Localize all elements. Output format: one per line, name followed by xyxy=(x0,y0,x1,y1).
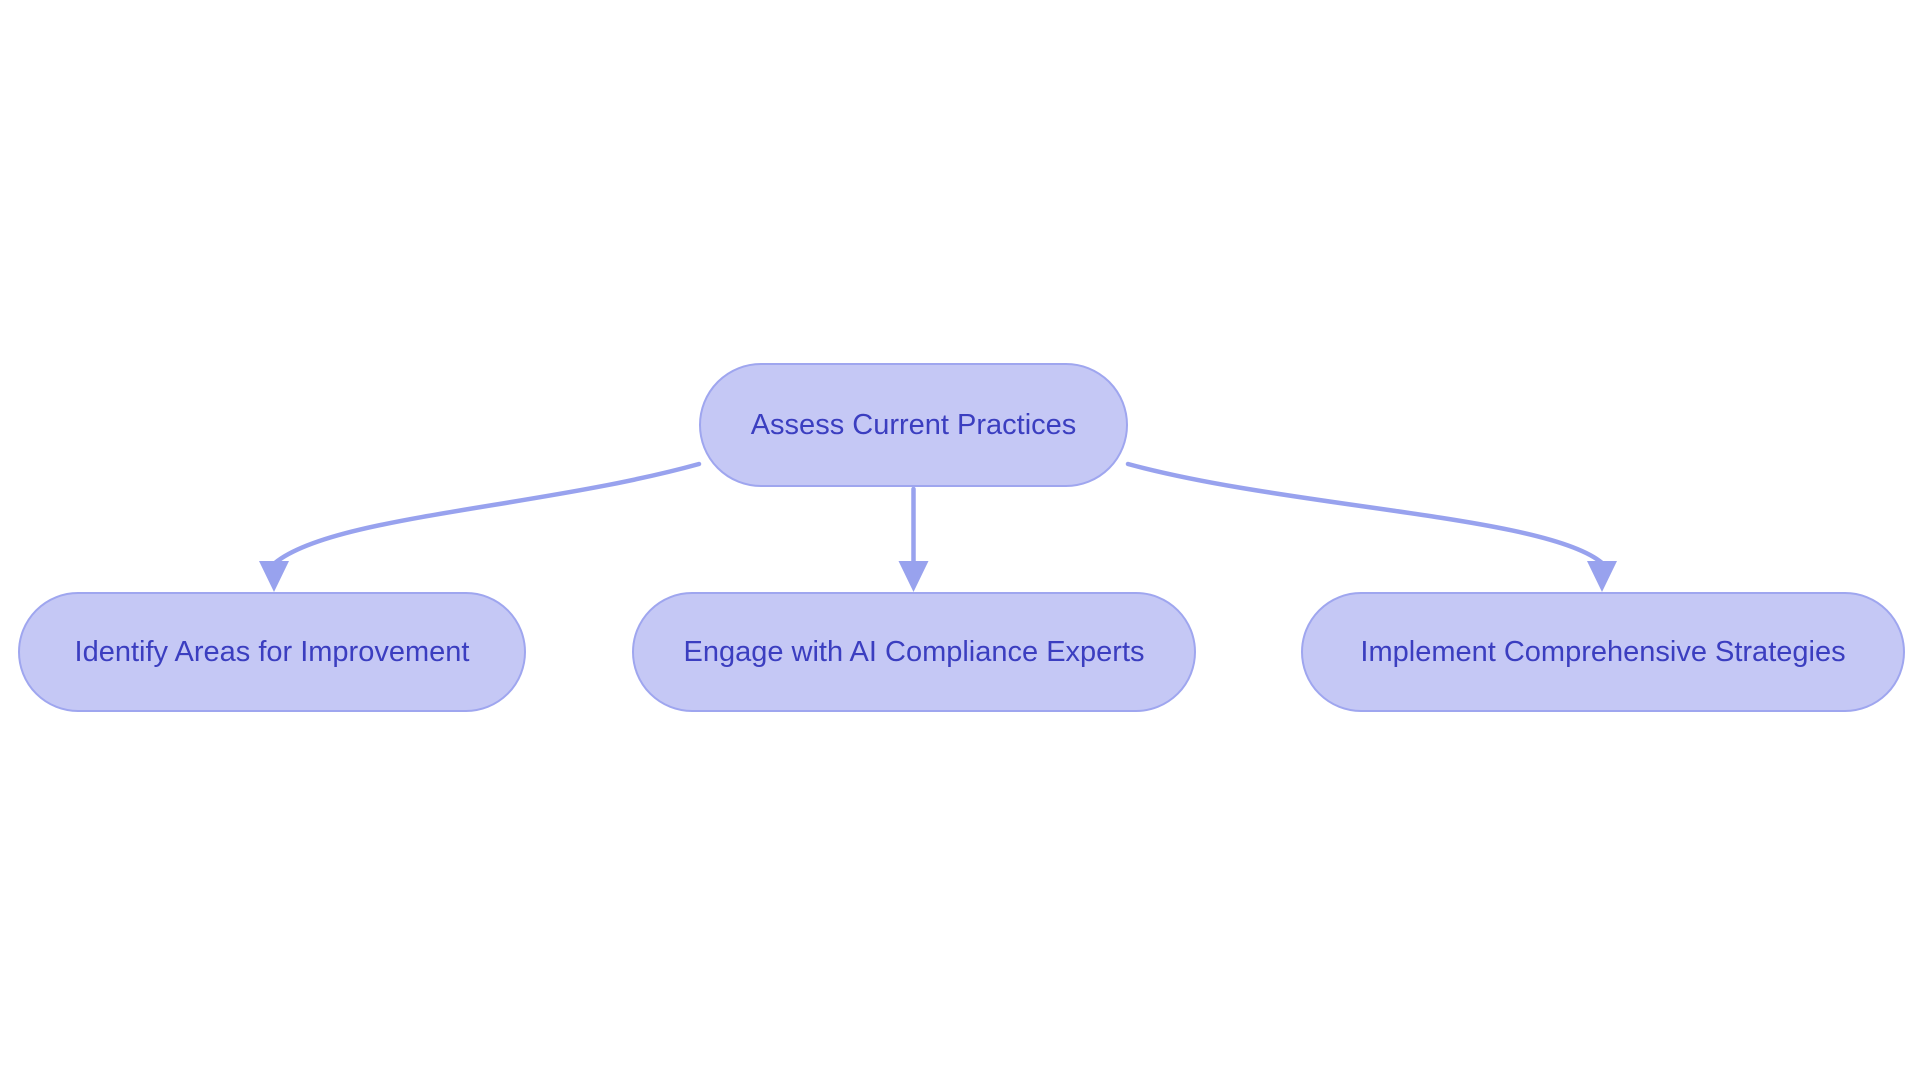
node-implement-comprehensive-strategies: Implement Comprehensive Strategies xyxy=(1301,592,1905,712)
arrowhead-implement-icon xyxy=(1587,561,1617,592)
node-assess-current-practices: Assess Current Practices xyxy=(699,363,1128,487)
node-label: Engage with AI Compliance Experts xyxy=(683,635,1145,668)
edge-assess-implement xyxy=(1125,461,1605,566)
node-identify-areas-for-improvement: Identify Areas for Improvement xyxy=(18,592,526,712)
node-engage-with-ai-compliance-experts: Engage with AI Compliance Experts xyxy=(632,592,1196,712)
node-label: Identify Areas for Improvement xyxy=(74,635,470,668)
node-label: Assess Current Practices xyxy=(750,408,1077,441)
arrowhead-engage-icon xyxy=(898,561,929,592)
edge-assess-identify xyxy=(272,461,702,566)
arrowhead-identify-icon xyxy=(259,561,289,592)
node-label: Implement Comprehensive Strategies xyxy=(1360,635,1846,668)
